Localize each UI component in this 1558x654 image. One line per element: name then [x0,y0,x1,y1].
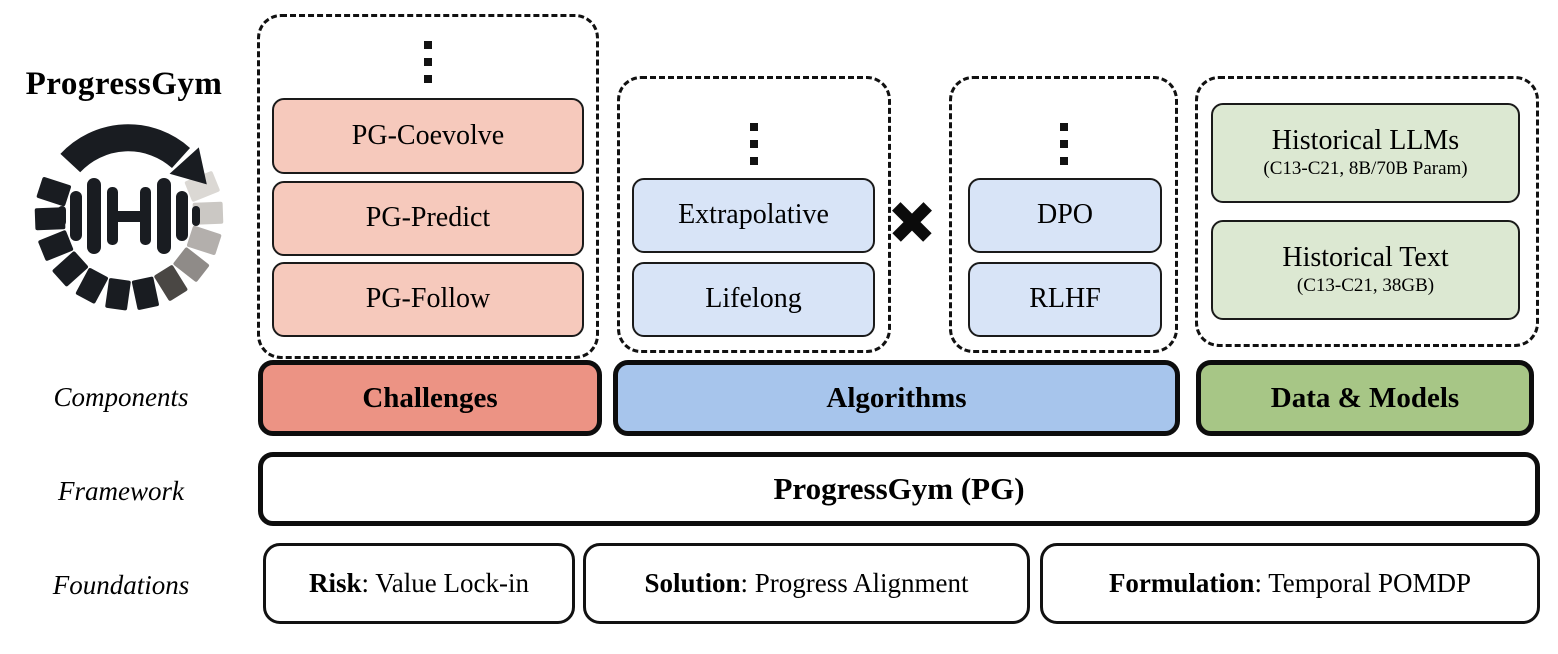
task-chip-pg-predict: PG-Predict [272,181,584,256]
foundation-lead: Solution [644,568,741,598]
task-chip-label: PG-Coevolve [351,119,505,151]
component-label: Challenges [362,381,498,414]
component-box-data-models: Data & Models [1196,360,1534,436]
framework-box: ProgressGym (PG) [258,452,1540,526]
setting-chip-label: Extrapolative [678,199,829,231]
task-chip-label: PG-Follow [365,283,491,315]
method-chip-label: DPO [1036,199,1093,231]
foundation-lead: Risk [309,568,362,598]
algorithm-settings-panel: Extrapolative Lifelong [617,76,891,353]
data-chip-subtitle: (C13-C21, 38GB) [1296,275,1435,297]
setting-chip-lifelong: Lifelong [632,262,875,337]
data-chip-historical-llms: Historical LLMs (C13-C21, 8B/70B Param) [1211,103,1520,203]
vertical-ellipsis-icon [1059,123,1068,165]
task-chip-label: PG-Predict [365,202,491,234]
method-chip-rlhf: RLHF [968,262,1162,337]
data-chip-title: Historical Text [1282,241,1449,273]
setting-chip-extrapolative: Extrapolative [632,178,875,253]
setting-chip-label: Lifelong [705,283,802,315]
component-label: Data & Models [1270,381,1460,414]
cross-product-icon [890,199,934,243]
data-chip-historical-text: Historical Text (C13-C21, 38GB) [1211,220,1520,320]
component-box-algorithms: Algorithms [613,360,1180,436]
vertical-ellipsis-icon [424,41,432,83]
row-label-components: Components [53,382,189,412]
foundation-lead: Formulation [1108,568,1255,598]
foundation-box-solution: Solution: Progress Alignment [583,543,1030,624]
challenges-tasks-panel: PG-Coevolve PG-Predict PG-Follow [257,14,599,359]
figure-title: ProgressGym [25,66,223,102]
foundation-rest: : Progress Alignment [740,568,969,598]
data-chip-title: Historical LLMs [1271,124,1460,156]
row-label-framework: Framework [58,476,184,506]
algorithm-methods-panel: DPO RLHF [949,76,1178,353]
foundation-box-formulation: Formulation: Temporal POMDP [1040,543,1540,624]
row-label-foundations: Foundations [52,570,190,600]
data-chip-subtitle: (C13-C21, 8B/70B Param) [1263,158,1468,180]
task-chip-pg-follow: PG-Follow [272,262,584,337]
vertical-ellipsis-icon [750,123,758,165]
component-label: Algorithms [826,381,967,414]
foundation-rest: : Value Lock-in [361,568,529,598]
method-chip-dpo: DPO [968,178,1162,253]
progressgym-logo-icon [34,124,224,311]
foundation-rest: : Temporal POMDP [1254,568,1472,598]
method-chip-label: RLHF [1029,283,1101,315]
foundation-box-risk: Risk: Value Lock-in [263,543,575,624]
framework-title: ProgressGym (PG) [773,471,1025,506]
task-chip-pg-coevolve: PG-Coevolve [272,98,584,174]
data-models-panel: Historical LLMs (C13-C21, 8B/70B Param) … [1195,76,1539,347]
component-box-challenges: Challenges [258,360,602,436]
